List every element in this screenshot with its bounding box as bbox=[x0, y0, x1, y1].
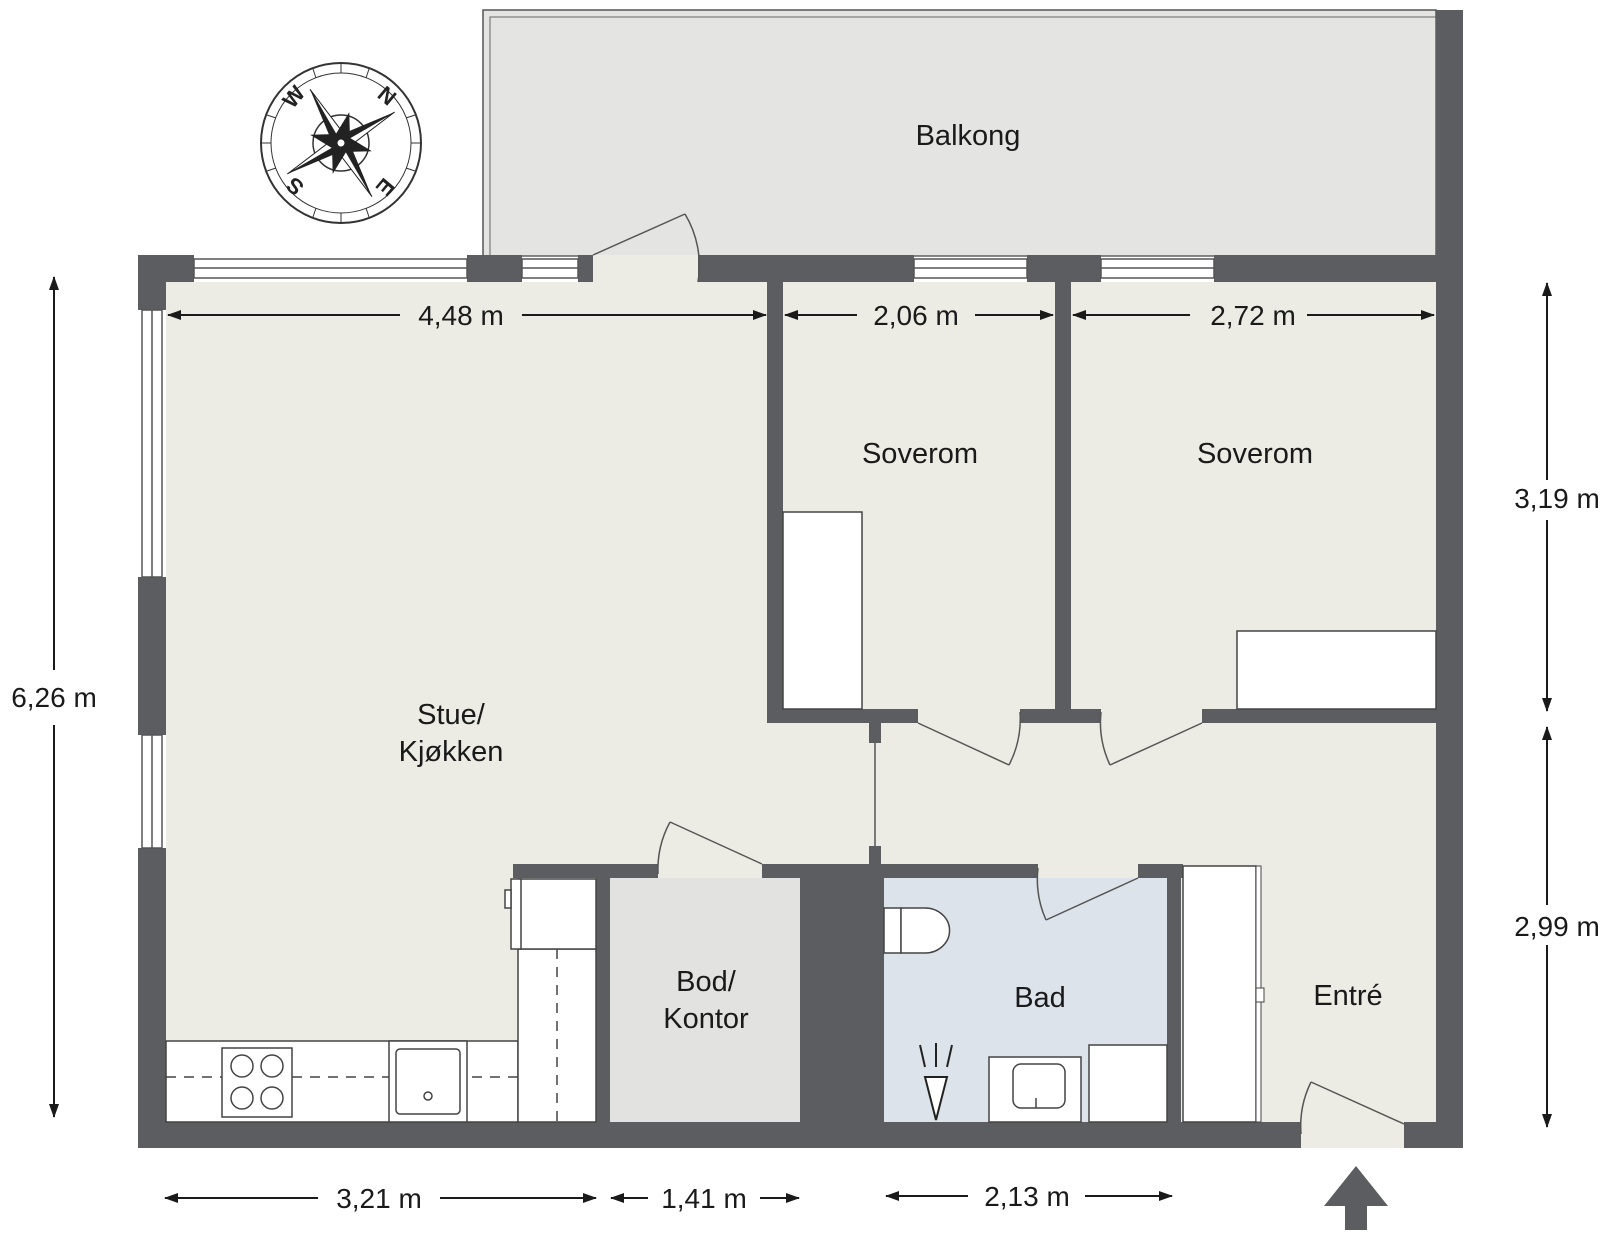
shower-icon bbox=[919, 1043, 953, 1121]
walls bbox=[138, 255, 1463, 1148]
balcony bbox=[482, 9, 1463, 262]
dim-soverom-1-width: 2,06 m bbox=[873, 300, 959, 331]
dim-soverom-depth: 3,19 m bbox=[1514, 483, 1600, 514]
room-label-entre: Entré bbox=[1313, 980, 1382, 1012]
windows bbox=[141, 258, 1215, 849]
room-label-balkong: Balkong bbox=[916, 120, 1021, 152]
dim-stue-width: 4,48 m bbox=[418, 300, 504, 331]
doors bbox=[592, 213, 1405, 1148]
dimension-lines: 4,48 m 2,06 m 2,72 m 6,26 m 3,19 m 2,99 … bbox=[11, 276, 1600, 1214]
entrance-arrow-icon bbox=[1324, 1166, 1388, 1230]
room-label-soverom-2: Soverom bbox=[1197, 438, 1313, 470]
dim-soverom-2-width: 2,72 m bbox=[1210, 300, 1296, 331]
room-label-kjokken: Kjøkken bbox=[399, 736, 504, 768]
room-labels: Balkong Soverom Soverom Stue/ Kjøkken Bo… bbox=[399, 120, 1383, 1035]
dim-total-depth: 6,26 m bbox=[11, 682, 97, 713]
room-label-soverom-1: Soverom bbox=[862, 438, 978, 470]
compass-rose-icon: N W S E bbox=[260, 62, 422, 224]
dim-bod-width: 1,41 m bbox=[661, 1183, 747, 1214]
dim-kitchen-width: 3,21 m bbox=[336, 1183, 422, 1214]
fixtures bbox=[165, 511, 1437, 1123]
room-label-bod: Bod/ bbox=[676, 966, 737, 998]
room-label-kontor: Kontor bbox=[663, 1003, 749, 1035]
dim-entre-depth: 2,99 m bbox=[1514, 911, 1600, 942]
room-label-stue: Stue/ bbox=[417, 699, 486, 731]
dim-bad-width: 2,13 m bbox=[984, 1181, 1070, 1212]
room-label-bad: Bad bbox=[1014, 982, 1066, 1014]
